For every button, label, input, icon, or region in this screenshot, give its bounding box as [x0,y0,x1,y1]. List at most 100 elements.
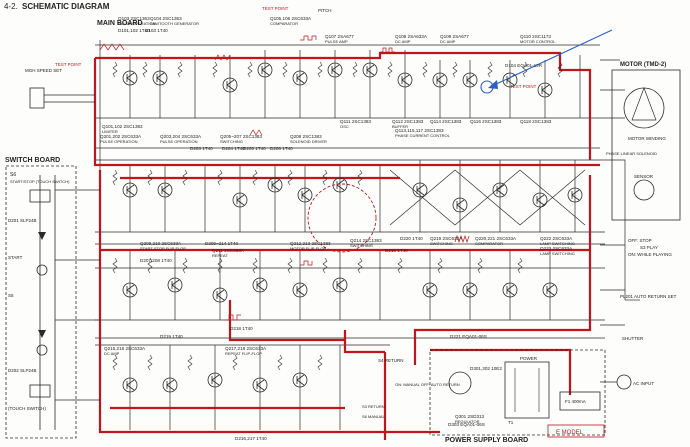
mid-blocks-ref-8: Q114 2SC1383 [430,119,462,124]
bottom-blocks-ref-4: D301,302 10E2 [470,366,502,371]
resistor-symbol [252,257,258,274]
transformer-label: T1 [508,420,514,425]
transistor-symbol [122,70,138,86]
bottom-blocks-ref-5: D303 EQA01-06S [448,422,485,427]
return-switch: S4 RETURN ON: MANUAL OFF: AUTO RETURN S3… [362,358,460,419]
resistor-symbol [247,61,253,78]
mid-blocks-ref-9: Q116 2SC1383 [470,119,502,124]
switch-s6-text: START/STOP (TOUCH SWITCH) [10,179,70,184]
led-d201-id: D201 SLP24B [8,218,37,223]
main-wiring [95,40,640,430]
motor-winding-symbol [623,87,665,129]
test-point-left: TEST POINT [55,62,82,67]
power-board-label: POWER SUPPLY BOARD [445,437,528,444]
lamp-start [36,264,48,276]
on-playing-label: ON: WHILE PLAYING [628,252,672,257]
bottom-blocks-fn-0: DC AMP [104,351,120,356]
transistor-symbol [257,62,273,78]
ac-input-label: AC INPUT [633,381,654,386]
top-blocks-fn-5: PULSE AMP [325,39,348,44]
diode-labels-ref-3: D206 1T40 [270,146,293,151]
resistor-symbol [252,169,258,186]
section-number: 4-2. [4,2,18,11]
transistor-symbol [292,372,308,388]
transistor-symbol [162,377,178,393]
lower-blocks-fn-3: REPEAT [212,253,228,258]
mid-blocks-ref-10: Q118 2SC1383 [520,119,552,124]
head-label: MGH SPEED SET [25,68,62,73]
resistor-symbol [277,354,283,371]
resistor-symbol [112,257,118,274]
lower-blocks-ref-2: D209~214 1T40 [205,241,239,246]
transistor-symbol [542,282,558,298]
resistor-symbol [437,257,443,274]
lower-blocks-ref-4: Q212,213 2SC1383 [290,241,331,246]
transistor-symbol [267,177,283,193]
bottom-blocks-ref-1: Q217,218 2SC633A [225,346,267,351]
touch-plate-start [29,189,51,203]
transistor-symbol [532,192,548,208]
top-blocks-fn-7: DC AMP [440,39,456,44]
resistor-symbol [142,61,148,78]
resistor-symbol [397,257,403,274]
transistor-symbol [432,72,448,88]
head-input: MGH SPEED SET TEST POINT [25,62,95,109]
mid-blocks-fn-2: PULSE OPERATION [160,139,198,144]
resistor-symbol [357,169,363,186]
transistor-symbol [412,182,428,198]
top-blocks-ref-0: Q103 2SC1363 [118,16,150,21]
transistor-symbol [327,62,343,78]
s3-return-label: S3 RETURN [362,404,385,409]
highlight-circle [307,183,377,253]
resistor-symbol [282,61,288,78]
sensor-label: SENSOR [634,174,654,179]
transistor-symbol [122,282,138,298]
resistor-symbol [317,354,323,371]
resistor-symbol [357,257,363,274]
power-label: POWER [520,356,538,361]
lower-blocks-ref-1: D207,208 1T40 [140,258,172,263]
sensor-symbol [633,179,655,201]
bottom-blocks-ref-3: Q301 2SD313 [455,414,485,419]
shutter-label: SHUTTER [622,336,644,341]
mid-blocks-ref-2: Q203,204 2SC633A [160,134,202,139]
mid-blocks-fn-1: PULSE OPERATION [100,139,138,144]
bottom-blocks-ref-2: D216,217 1T40 [235,436,267,441]
switch-s6-id: S6 [10,172,16,178]
mid-blocks-fn-5: OSC [340,124,349,129]
transistor-symbol [292,70,308,86]
pl201-label: PL201 AUTO RETURN SET [620,294,677,299]
lower-blocks-ref-12: D219 1T40 [160,334,183,339]
lower-blocks-fn-10: LAMP SWITCHING [540,251,575,256]
resistor-symbol [322,257,328,274]
top-blocks-ref-5: Q107 2SA677 [325,34,354,39]
return-label: S4 RETURN [378,358,404,363]
transistor-symbol [222,77,238,93]
highlighted-signal-path [93,51,600,440]
resistor-symbol [287,169,293,186]
resistor-symbol [557,61,563,78]
transistor-symbol [167,277,183,293]
resistor-symbol [112,61,118,78]
transistor-symbol [462,72,478,88]
top-blocks-ref-6: Q108 2SA633A [395,34,428,39]
resistor-symbol [487,61,493,78]
resistor-symbol [422,61,428,78]
resistor-symbol [217,169,223,186]
off-stop-label: OFF: STOP [628,238,652,243]
mid-blocks-ref-5: Q111 2SC1383 [340,119,371,124]
solenoid-label: PHASE LINEAR SOLENOID [606,151,657,156]
main-board-label: MAIN BOARD [97,20,143,27]
transistor-symbol [252,277,268,293]
motor-winding-label: MOTOR WINDING [628,136,666,141]
pitch-label: PITCH [318,8,332,13]
resistor-symbol [182,169,188,186]
lower-blocks-fn-4: MOTOR FLIP-FLOP [290,246,326,251]
resistor-symbol [522,61,528,78]
lower-blocks-ref-11: D218 1T40 [230,326,253,331]
lower-blocks-fn-8: COMPARATOR [475,241,503,246]
resistor-symbol [177,61,183,78]
